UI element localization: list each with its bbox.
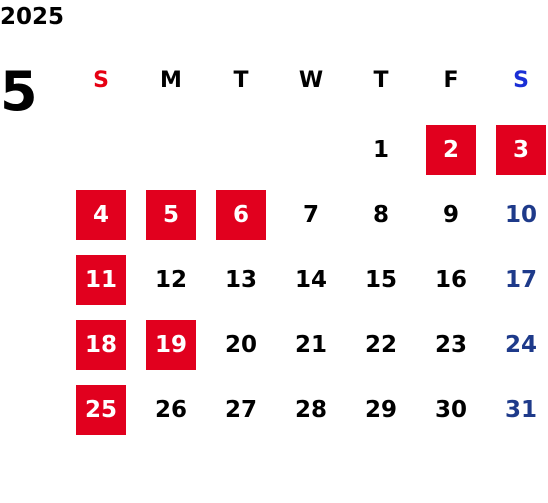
date-number: 17 <box>504 267 537 293</box>
day-cell[interactable]: 14 <box>276 247 346 312</box>
day-cell[interactable]: 2 <box>416 117 486 182</box>
holiday-date: 19 <box>146 320 196 370</box>
day-cell[interactable]: 21 <box>276 312 346 377</box>
day-cell[interactable]: 26 <box>136 377 206 442</box>
day-cell[interactable]: 12 <box>136 247 206 312</box>
weekday-mon: M <box>160 68 182 93</box>
date-number: 24 <box>504 332 537 358</box>
day-cell[interactable]: 16 <box>416 247 486 312</box>
day-cell[interactable]: 7 <box>276 182 346 247</box>
day-cell[interactable]: 3 <box>486 117 548 182</box>
weekday-fri: F <box>443 68 459 93</box>
day-cell[interactable]: 1 <box>346 117 416 182</box>
month-number: 5 <box>0 60 38 123</box>
date-number: 21 <box>294 332 327 358</box>
holiday-date: 3 <box>496 125 546 175</box>
date-number: 23 <box>434 332 467 358</box>
date-number: 27 <box>224 397 257 423</box>
holiday-date: 5 <box>146 190 196 240</box>
holiday-date: 11 <box>76 255 126 305</box>
date-number: 22 <box>364 332 397 358</box>
day-cell[interactable]: 19 <box>136 312 206 377</box>
weekday-wed: W <box>298 68 324 93</box>
date-number: 10 <box>504 202 537 228</box>
day-cell[interactable]: 13 <box>206 247 276 312</box>
date-number: 14 <box>294 267 327 293</box>
day-cell[interactable]: 8 <box>346 182 416 247</box>
day-cell[interactable]: 9 <box>416 182 486 247</box>
day-cell[interactable]: 25 <box>66 377 136 442</box>
year-label: 2025 <box>0 4 65 30</box>
holiday-date: 2 <box>426 125 476 175</box>
date-number: 1 <box>372 137 389 163</box>
day-cell[interactable]: 11 <box>66 247 136 312</box>
day-cell[interactable]: 28 <box>276 377 346 442</box>
date-number: 13 <box>224 267 257 293</box>
holiday-date: 6 <box>216 190 266 240</box>
date-number: 9 <box>442 202 459 228</box>
weekday-sat: S <box>513 68 529 93</box>
day-cell[interactable]: 17 <box>486 247 548 312</box>
date-number: 7 <box>302 202 319 228</box>
day-cell[interactable]: 22 <box>346 312 416 377</box>
holiday-date: 18 <box>76 320 126 370</box>
holiday-date: 4 <box>76 190 126 240</box>
day-cell[interactable]: 27 <box>206 377 276 442</box>
day-cell[interactable]: 5 <box>136 182 206 247</box>
day-cell[interactable]: 15 <box>346 247 416 312</box>
date-number: 29 <box>364 397 397 423</box>
weekday-tue: T <box>233 68 249 93</box>
day-cell[interactable]: 4 <box>66 182 136 247</box>
date-number: 26 <box>154 397 187 423</box>
date-number: 30 <box>434 397 467 423</box>
date-number: 28 <box>294 397 327 423</box>
day-cell[interactable]: 29 <box>346 377 416 442</box>
weekday-sun: S <box>93 68 109 93</box>
weekday-thu: T <box>373 68 389 93</box>
date-number: 15 <box>364 267 397 293</box>
date-number: 31 <box>504 397 537 423</box>
date-number: 12 <box>154 267 187 293</box>
day-cell[interactable]: 6 <box>206 182 276 247</box>
day-cell[interactable]: 23 <box>416 312 486 377</box>
date-number: 20 <box>224 332 257 358</box>
date-number: 8 <box>372 202 389 228</box>
day-cell[interactable]: 30 <box>416 377 486 442</box>
date-number: 16 <box>434 267 467 293</box>
holiday-date: 25 <box>76 385 126 435</box>
day-cell[interactable]: 31 <box>486 377 548 442</box>
day-cell[interactable]: 18 <box>66 312 136 377</box>
day-cell[interactable]: 20 <box>206 312 276 377</box>
day-cell[interactable]: 24 <box>486 312 548 377</box>
day-cell[interactable]: 10 <box>486 182 548 247</box>
